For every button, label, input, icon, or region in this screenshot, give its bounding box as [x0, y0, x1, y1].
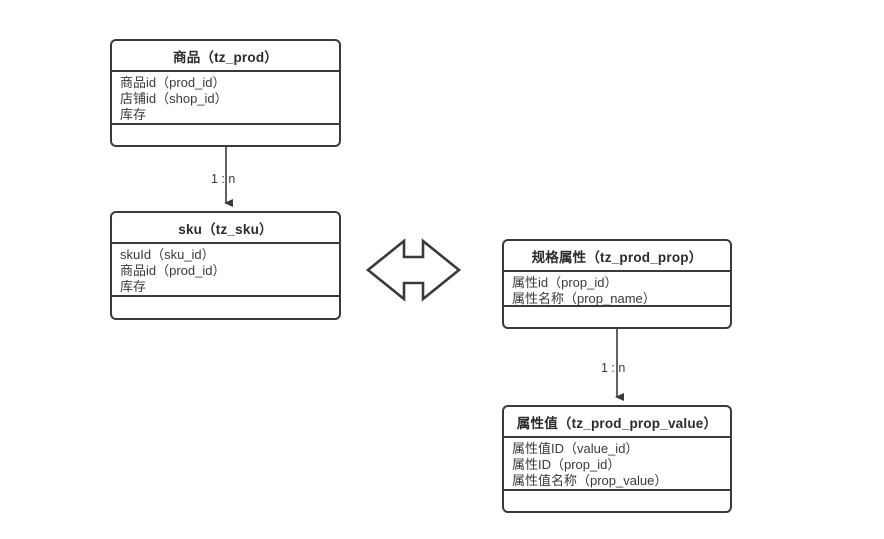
entity-tz-prod[interactable]: 商品（tz_prod） 商品id（prod_id） 店铺id（shop_id） …	[110, 39, 341, 147]
entity-field: 属性id（prop_id）	[512, 275, 618, 290]
entity-field: 店铺id（shop_id）	[120, 91, 228, 106]
relation-label-prod-sku: 1 : n	[211, 172, 236, 186]
entity-field: 属性值ID（value_id）	[512, 441, 639, 456]
entity-tz-prod-prop-title: 规格属性（tz_prod_prop）	[504, 241, 730, 272]
entity-tz-sku[interactable]: sku（tz_sku） skuId（sku_id） 商品id（prod_id） …	[110, 211, 341, 320]
entity-tz-sku-fields: skuId（sku_id） 商品id（prod_id） 库存	[112, 244, 339, 297]
entity-tz-prod-prop-value-fields: 属性值ID（value_id） 属性ID（prop_id） 属性值名称（prop…	[504, 438, 730, 491]
entity-tz-prod-prop-fields: 属性id（prop_id） 属性名称（prop_name）	[504, 272, 730, 307]
entity-tz-prod-prop-value-title: 属性值（tz_prod_prop_value）	[504, 407, 730, 438]
entity-tz-prod-prop[interactable]: 规格属性（tz_prod_prop） 属性id（prop_id） 属性名称（pr…	[502, 239, 732, 329]
entity-tz-prod-title: 商品（tz_prod）	[112, 41, 339, 72]
entity-tz-prod-prop-value[interactable]: 属性值（tz_prod_prop_value） 属性值ID（value_id） …	[502, 405, 732, 513]
entity-field: 属性ID（prop_id）	[512, 457, 621, 472]
entity-tz-prod-fields: 商品id（prod_id） 店铺id（shop_id） 库存	[112, 72, 339, 125]
entity-field: 商品id（prod_id）	[120, 263, 226, 278]
entity-field: 商品id（prod_id）	[120, 75, 226, 90]
entity-field: skuId（sku_id）	[120, 247, 215, 262]
entity-field: 库存	[120, 279, 147, 294]
entity-field: 属性名称（prop_name）	[512, 291, 656, 306]
entity-field: 属性值名称（prop_value）	[512, 473, 668, 488]
entity-field: 库存	[120, 107, 147, 122]
relation-sku-prop-arrow[interactable]	[366, 238, 462, 302]
relation-label-prop-propvalue: 1 : n	[601, 361, 626, 375]
entity-tz-sku-title: sku（tz_sku）	[112, 213, 339, 244]
